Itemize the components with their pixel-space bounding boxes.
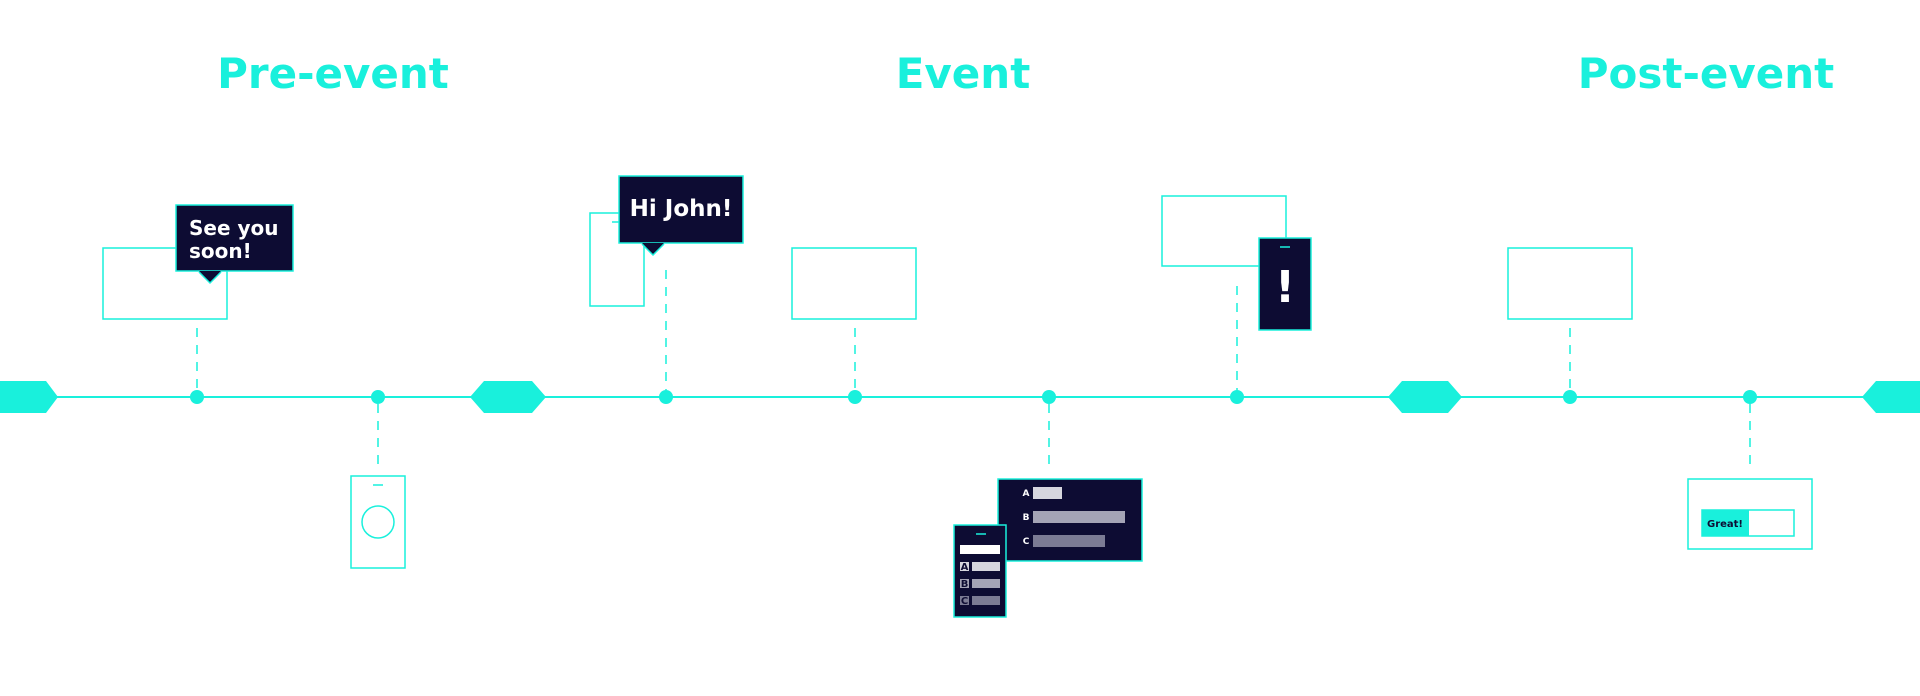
timeline-node: [1230, 390, 1244, 404]
phase-marker-pre-to-event: [470, 381, 546, 413]
timeline-node: [659, 390, 673, 404]
poll-option-label: C: [1023, 537, 1030, 547]
poll-phone-option-label: B: [961, 579, 969, 590]
poll-phone-option-label: A: [961, 562, 969, 573]
timeline-node: [848, 390, 862, 404]
screen-outline: [102, 247, 228, 320]
bubble-text: Hi John!: [630, 196, 733, 222]
great-button: [1702, 510, 1749, 536]
bubble-text-line-1: See you: [189, 216, 279, 240]
poll-option-label: A: [1023, 489, 1030, 499]
phase-marker-start: [0, 381, 58, 413]
speech-bubble: [175, 204, 294, 272]
phase-title-event: Event: [896, 49, 1031, 98]
event-poll-illustration: ABC ABC: [953, 478, 1143, 618]
poll-result-bar: [1033, 487, 1062, 499]
event-greeting-illustration: Hi John!: [589, 175, 744, 307]
speech-bubble-tail: [199, 271, 221, 283]
bubble-text-line-2: soon!: [189, 239, 252, 263]
poll-phone-option-bar: [972, 579, 1000, 588]
event-screen-illustration: [791, 247, 917, 320]
connectors: [196, 270, 1751, 470]
poll-phone-option-bar: [972, 562, 1000, 571]
phone-outline: [350, 475, 406, 569]
pre-event-reminder-illustration: See you soon!: [102, 204, 294, 320]
poll-phone-rows: ABC: [960, 562, 1000, 607]
post-event-screen-illustration: [1507, 247, 1633, 320]
poll-phone-option-bar: [972, 596, 1000, 605]
phase-title-pre-event: Pre-event: [217, 49, 449, 98]
poll-phone-option-box: [960, 579, 969, 588]
poll-option-label: B: [1023, 513, 1030, 523]
speech-bubble-tail: [642, 243, 664, 255]
speech-bubble: [618, 175, 744, 244]
poll-phone-option-box: [960, 562, 969, 571]
poll-result-bar: [1033, 511, 1125, 523]
post-event-feedback-illustration: Great!: [1687, 478, 1813, 550]
timeline-node: [1042, 390, 1056, 404]
alert-phone: [1258, 237, 1312, 331]
poll-phone-header: [960, 545, 1000, 554]
timeline-node: [190, 390, 204, 404]
phase-marker-end: [1862, 381, 1920, 413]
poll-result-bar: [1033, 535, 1105, 547]
timeline: [0, 381, 1920, 413]
poll-phone-option-box: [960, 596, 969, 605]
circle-icon: [361, 505, 395, 539]
tablet-outline: [589, 212, 645, 307]
phase-marker-event-to-post: [1388, 381, 1462, 413]
poll-screen-rows: A B C: [1023, 487, 1125, 547]
screen-outline: [1161, 195, 1287, 267]
timeline-node: [371, 390, 385, 404]
screen-outline: [1687, 478, 1813, 550]
event-alert-illustration: !: [1161, 195, 1312, 331]
timeline-node: [1743, 390, 1757, 404]
great-button-label: Great!: [1707, 519, 1743, 530]
timeline-node: [1563, 390, 1577, 404]
poll-phone-option-label: C: [961, 596, 968, 607]
exclamation-icon: !: [1275, 262, 1295, 313]
phase-title-post-event: Post-event: [1578, 49, 1834, 98]
pre-event-phone-illustration: [350, 475, 406, 569]
